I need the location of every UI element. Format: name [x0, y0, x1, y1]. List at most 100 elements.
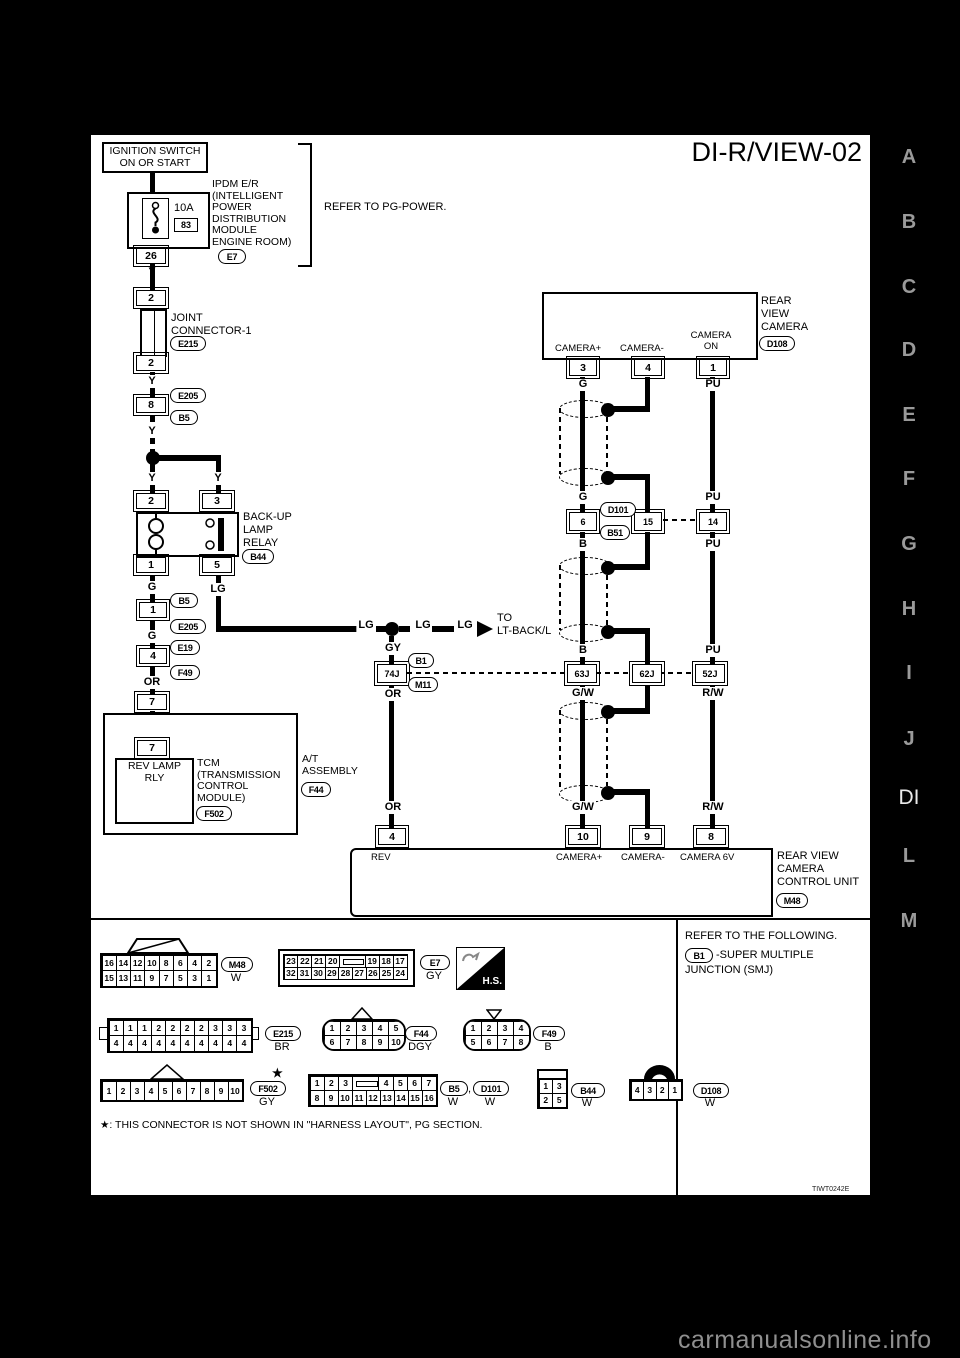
fuse-number-box: 83: [174, 218, 198, 232]
f49-mark-icon: [486, 1009, 502, 1020]
pin-cell: 2: [165, 1019, 181, 1036]
pin-cell: 9: [323, 1090, 339, 1106]
pin-cell: 6: [324, 1034, 341, 1049]
wire-segment: [399, 626, 410, 632]
pin-cell: 12: [130, 954, 146, 971]
shield-junction-dot: [601, 561, 615, 575]
pin-cell: 16: [421, 1090, 437, 1106]
smj-pin-63j: 63J: [564, 661, 600, 686]
smj-pin-74j: 74J: [374, 661, 410, 686]
wire-rw: [710, 685, 715, 828]
pin-cell: 24: [392, 966, 408, 980]
pin-cell: 8: [199, 1080, 215, 1101]
wire-b: [580, 532, 585, 667]
camera-name: REAR VIEW CAMERA: [761, 295, 809, 333]
control-unit-name: REAR VIEW CAMERA CONTROL UNIT: [777, 850, 860, 888]
pin-cell: 2: [201, 954, 217, 971]
backup-lamp-relay-box: [136, 512, 239, 557]
wire-segment: [150, 173, 155, 192]
shield-junction-dot: [601, 705, 615, 719]
wire-segment: [376, 626, 387, 632]
pin-cell: 4: [222, 1035, 238, 1052]
pin-cell: 6: [171, 1080, 187, 1101]
wire-camera-minus: [645, 377, 650, 411]
watermark: carmanualsonline.info: [678, 1326, 932, 1354]
at-assembly-name: A/T ASSEMBLY: [302, 753, 358, 777]
wire-color-y: Y: [146, 375, 158, 388]
pin-7-inner: 7: [134, 737, 170, 759]
footer-b1-oval: B1: [685, 948, 713, 963]
footer-connector-f49-id: F49: [533, 1026, 565, 1041]
camera-pin-4: 4: [631, 356, 665, 379]
pin-cell: 7: [496, 1034, 514, 1049]
pin-cell: 10: [227, 1080, 243, 1101]
junction-dot: [385, 622, 399, 636]
footer-connector-separator: ,: [468, 1083, 472, 1095]
cu-pin-8: 8: [693, 825, 729, 848]
wire-segment: [150, 263, 155, 290]
pin-cell: 7: [339, 1034, 357, 1049]
shield-drain-wire: [645, 632, 650, 666]
pin-cell: 28: [338, 966, 353, 980]
pin-cell: 2: [538, 1092, 553, 1108]
wire-color-or: OR: [382, 688, 404, 701]
shield-junction-dot: [601, 471, 615, 485]
connector-b5: B5: [170, 410, 198, 425]
shield-side-dashed: [559, 710, 561, 791]
wire-color-lg: LG: [208, 583, 228, 596]
footer-connector-d101-id: D101: [473, 1081, 509, 1096]
pin-cell: 5: [157, 1080, 173, 1101]
cu-pin-9: 9: [629, 825, 665, 848]
smj-pin-52j: 52J: [692, 661, 728, 686]
wire-segment: [389, 685, 394, 828]
ignition-switch-box: IGNITION SWITCH ON OR START: [102, 142, 208, 173]
pin-cell: 3: [355, 1021, 373, 1036]
camera-pin-3: 3: [566, 356, 600, 379]
margin-letter-e: E: [902, 404, 916, 426]
pin-cell: 8: [355, 1034, 373, 1049]
pin-cell: 5: [465, 1034, 482, 1049]
m48-lid-icon: [126, 938, 190, 954]
pin-cell: 4: [207, 1035, 224, 1052]
connector-f49: F49: [170, 665, 200, 680]
pin-cell: 4: [179, 1035, 195, 1052]
shield-side-dashed: [559, 408, 561, 474]
wire-segment: [216, 575, 221, 632]
section-divider-horizontal: [89, 918, 872, 920]
pin-cell: 4: [122, 1035, 138, 1052]
cu-camera-plus-label: CAMERA+: [556, 852, 603, 863]
inline-pin-15: 15: [631, 509, 665, 534]
wire-segment: [216, 626, 357, 632]
pin-cell: 7: [185, 1080, 201, 1101]
pin-cell: 12: [365, 1090, 381, 1106]
shield-drain-wire: [645, 532, 650, 568]
pin-cell: 32: [283, 966, 299, 980]
pin-cell: 8: [512, 1034, 529, 1049]
camera-minus-terminal-label: CAMERA-: [620, 343, 664, 354]
smj-ref-line1: -SUPER MULTIPLE: [716, 949, 814, 961]
wire-color-g: G: [145, 630, 159, 643]
footer-connector-m48-color: W: [230, 972, 242, 984]
connector-e205: E205: [170, 619, 206, 634]
footer-connector-e215-color: BR: [274, 1041, 290, 1053]
pin-cell: 4: [165, 1035, 181, 1052]
footer-connector-e215-id: E215: [265, 1026, 301, 1041]
pin-cell: 2: [339, 1021, 357, 1036]
pin-cell: 7: [158, 970, 174, 987]
pin-cell: 10: [144, 954, 160, 971]
connector-b51: B51: [600, 525, 630, 540]
pin-cell: 3: [552, 1078, 567, 1094]
fuse-box: [142, 198, 169, 239]
pin-cell: 2: [480, 1021, 498, 1036]
